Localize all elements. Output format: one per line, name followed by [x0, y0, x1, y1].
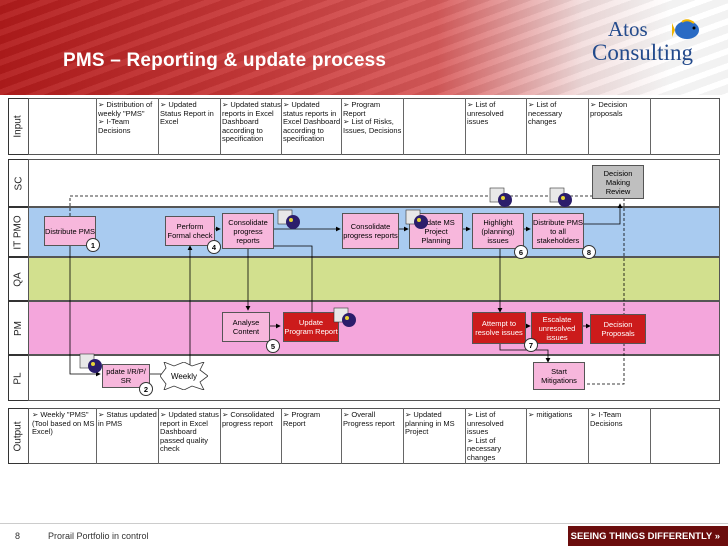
- header-banner: [0, 0, 728, 95]
- grid-line: [158, 408, 159, 464]
- step-number-4: 4: [207, 240, 221, 254]
- weekly-starburst-icon: [160, 362, 208, 390]
- output-lane: [28, 408, 720, 464]
- grid-line: [96, 98, 97, 155]
- start-mitigations-box[interactable]: Start Mitigations: [533, 362, 585, 390]
- document-note-icon: [549, 187, 572, 207]
- page-title: PMS – Reporting & update process: [63, 50, 387, 71]
- decision-proposals-box[interactable]: Decision Proposals: [590, 314, 646, 344]
- lane-label-sc: SC: [8, 159, 28, 207]
- qa-lane: [28, 257, 720, 301]
- grid-line: [341, 408, 342, 464]
- logo-atos: Atos: [608, 17, 648, 41]
- input-cell: ➢ List of unresolved issues: [467, 100, 504, 126]
- step-number-6: 6: [514, 245, 528, 259]
- lane-label-qa: QA: [8, 257, 28, 301]
- input-cell: ➢ Distribution of weekly "PMS" ➢ I-Team …: [98, 100, 153, 135]
- step-number-8: 8: [582, 245, 596, 259]
- consolidate-progress-reports-box[interactable]: Consolidate progress reports: [222, 213, 274, 249]
- step-number-5: 5: [266, 339, 280, 353]
- output-cell: ➢ Program Report: [283, 410, 321, 428]
- distribute-pms-box[interactable]: Distribute PMS: [44, 216, 96, 246]
- output-cell: ➢ Updated status report in Excel Dashboa…: [160, 410, 219, 453]
- input-cell: ➢ Program Report ➢ List of Risks, Issues…: [343, 100, 402, 135]
- output-cell: ➢ I-Team Decisions: [590, 410, 623, 428]
- document-note-icon: [405, 209, 428, 229]
- step-number-7: 7: [524, 338, 538, 352]
- input-cell: ➢ Updated Status Report in Excel: [160, 100, 214, 126]
- analyse-content-box[interactable]: Analyse Content: [222, 312, 270, 342]
- input-cell: ➢ Decision proposals: [590, 100, 628, 118]
- input-cell: ➢ Updated status reports in Excel Dashbo…: [283, 100, 341, 143]
- document-note-icon: [333, 307, 356, 327]
- document-note-icon: [489, 187, 512, 207]
- step-number-2: 2: [139, 382, 153, 396]
- attempt-resolve-box[interactable]: Attempt to resolve issues: [472, 312, 526, 344]
- distribute-pms-stakeholders-box[interactable]: Distribute PMS to all stakeholders: [532, 213, 584, 249]
- grid-line: [341, 98, 342, 155]
- consolidate-progress-reports-box-2[interactable]: Consolidate progress reports: [342, 213, 399, 249]
- highlight-issues-box[interactable]: Highlight (planning) issues: [472, 213, 524, 249]
- lane-label-pl: PL: [8, 355, 28, 401]
- output-cell: ➢ List of unresolved issues ➢ List of ne…: [467, 410, 504, 462]
- output-cell: ➢ Overall Progress report: [343, 410, 395, 428]
- output-cell: ➢ Status updated in PMS: [98, 410, 157, 428]
- grid-line: [588, 408, 589, 464]
- output-cell: ➢ Weekly "PMS" (Tool based on MS Excel): [32, 410, 95, 436]
- input-lane: [28, 98, 720, 155]
- fish-logo-icon: [672, 19, 699, 39]
- lane-label-pm: PM: [8, 301, 28, 355]
- step-number-1: 1: [86, 238, 100, 252]
- grid-line: [96, 408, 97, 464]
- grid-line: [650, 408, 651, 464]
- footer-divider: [0, 523, 728, 524]
- update-program-report-box[interactable]: Update Program Report: [283, 312, 339, 342]
- lane-label-output: Output: [8, 408, 28, 464]
- logo-consulting: Consulting: [592, 40, 693, 65]
- input-cell: ➢ List of necessary changes: [528, 100, 563, 126]
- document-note-icon: [277, 209, 300, 229]
- decision-making-review-box[interactable]: Decision Making Review: [592, 165, 644, 199]
- lane-label-itpmo: IT PMO: [8, 207, 28, 257]
- grid-line: [465, 98, 466, 155]
- grid-line: [281, 408, 282, 464]
- grid-line: [403, 408, 404, 464]
- perform-formal-check-box[interactable]: Perform Formal check: [165, 216, 215, 246]
- page-number: 8: [15, 531, 21, 541]
- grid-line: [158, 98, 159, 155]
- weekly-label: Weekly: [170, 371, 198, 381]
- output-cell: ➢ Consolidated progress report: [222, 410, 275, 428]
- grid-line: [588, 98, 589, 155]
- grid-line: [220, 98, 221, 155]
- grid-line: [220, 408, 221, 464]
- grid-line: [465, 408, 466, 464]
- input-cell: ➢ Updated status reports in Excel Dashbo…: [222, 100, 281, 143]
- grid-line: [403, 98, 404, 155]
- lane-label-input: Input: [8, 98, 28, 155]
- footer-tagline: SEEING THINGS DIFFERENTLY »: [568, 526, 728, 546]
- grid-line: [526, 408, 527, 464]
- grid-line: [650, 98, 651, 155]
- footer-text: Prorail Portfolio in control: [48, 531, 149, 541]
- document-note-icon: [79, 353, 102, 373]
- grid-line: [281, 98, 282, 155]
- grid-line: [526, 98, 527, 155]
- output-cell: ➢ mitigations: [528, 410, 573, 419]
- output-cell: ➢ Updated planning in MS Project: [405, 410, 455, 436]
- escalate-issues-box[interactable]: Escalate unresolved issues: [531, 312, 583, 344]
